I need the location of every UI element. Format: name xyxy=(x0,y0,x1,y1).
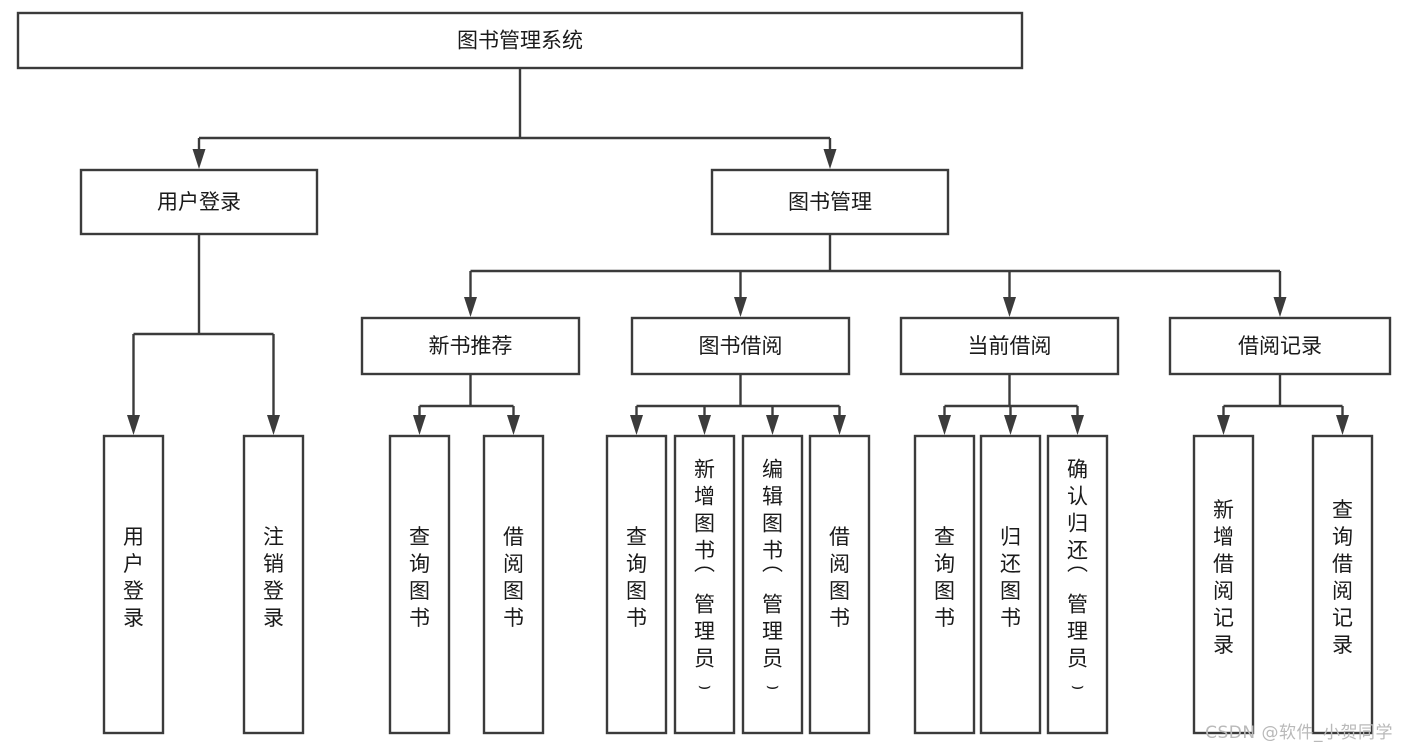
node-level1-1[interactable]: 图书管理 xyxy=(710,168,950,236)
l1-to-l2-1-arrowhead xyxy=(734,297,747,317)
node-leaf-4-rect xyxy=(605,434,668,735)
node-root-system-rect xyxy=(16,11,1024,70)
node-root-system[interactable]: 图书管理系统 xyxy=(16,11,1024,70)
node-layer: 图书管理系统用户登录图书管理新书推荐图书借阅当前借阅借阅记录用户登录注销登录查询… xyxy=(16,11,1392,735)
l1-to-l2-2-arrowhead xyxy=(1003,297,1016,317)
l2-2-leaf-2-arrowhead xyxy=(1071,415,1084,435)
l2-1-leaf-3-arrowhead xyxy=(833,415,846,435)
node-leaf-9-label: 归还图书 xyxy=(1000,525,1021,630)
node-leaf-11-rect xyxy=(1192,434,1255,735)
node-leaf-0-label: 用户登录 xyxy=(123,525,144,630)
node-leaf-12-rect xyxy=(1311,434,1374,735)
node-level1-0-rect xyxy=(79,168,319,236)
node-level2-1[interactable]: 图书借阅 xyxy=(630,316,851,376)
node-leaf-9-rect xyxy=(979,434,1042,735)
node-level2-3-rect xyxy=(1168,316,1392,376)
l2-3-leaf-1-arrowhead xyxy=(1336,415,1349,435)
node-leaf-3-rect xyxy=(482,434,545,735)
l2-2-leaf-1-arrowhead xyxy=(1004,415,1017,435)
node-leaf-0-rect xyxy=(102,434,165,735)
login-leaf-1-arrowhead xyxy=(267,415,280,435)
l1-to-l2-0-arrowhead xyxy=(464,297,477,317)
l2-0-leaf-1-arrowhead xyxy=(507,415,520,435)
node-leaf-5[interactable]: 新增图书⌒管理员⌣ xyxy=(673,434,736,735)
root-to-l1-0-arrowhead xyxy=(192,149,206,169)
node-level2-3[interactable]: 借阅记录 xyxy=(1168,316,1392,376)
l2-1-leaf-1-arrowhead xyxy=(698,415,711,435)
node-leaf-11[interactable]: 新增借阅记录 xyxy=(1192,434,1255,735)
connector-layer xyxy=(127,68,1349,435)
node-level2-0[interactable]: 新书推荐 xyxy=(360,316,581,376)
login-leaf-0-arrowhead xyxy=(127,415,140,435)
node-leaf-6-rect xyxy=(741,434,804,735)
node-level1-1-label: 图书管理 xyxy=(788,190,872,214)
l2-3-leaf-0-arrowhead xyxy=(1217,415,1230,435)
node-leaf-1-label: 注销登录 xyxy=(263,525,284,630)
root-to-l1-1-arrowhead xyxy=(823,149,837,169)
node-leaf-1[interactable]: 注销登录 xyxy=(242,434,305,735)
node-level2-2-rect xyxy=(899,316,1120,376)
node-level2-2[interactable]: 当前借阅 xyxy=(899,316,1120,376)
node-leaf-10-rect xyxy=(1046,434,1109,735)
node-leaf-5-label: 新增图书⌒管理员⌣ xyxy=(694,458,715,698)
node-level1-0[interactable]: 用户登录 xyxy=(79,168,319,236)
node-leaf-2-label: 查询图书 xyxy=(409,525,430,630)
node-root-system-label: 图书管理系统 xyxy=(457,29,583,53)
l2-2-leaf-0-arrowhead xyxy=(938,415,951,435)
node-leaf-10-label: 确认归还⌒管理员⌣ xyxy=(1067,458,1088,698)
l2-1-leaf-0-arrowhead xyxy=(630,415,643,435)
node-leaf-9[interactable]: 归还图书 xyxy=(979,434,1042,735)
node-leaf-2[interactable]: 查询图书 xyxy=(388,434,451,735)
node-leaf-6[interactable]: 编辑图书⌒管理员⌣ xyxy=(741,434,804,735)
node-leaf-12-label: 查询借阅记录 xyxy=(1332,498,1353,657)
node-leaf-8[interactable]: 查询图书 xyxy=(913,434,976,735)
node-leaf-0[interactable]: 用户登录 xyxy=(102,434,165,735)
node-level1-0-label: 用户登录 xyxy=(157,190,241,214)
node-level2-1-rect xyxy=(630,316,851,376)
node-leaf-10[interactable]: 确认归还⌒管理员⌣ xyxy=(1046,434,1109,735)
node-leaf-8-rect xyxy=(913,434,976,735)
node-leaf-1-rect xyxy=(242,434,305,735)
l2-0-leaf-0-arrowhead xyxy=(413,415,426,435)
node-leaf-7[interactable]: 借阅图书 xyxy=(808,434,871,735)
node-level2-2-label: 当前借阅 xyxy=(968,334,1052,358)
node-level2-3-label: 借阅记录 xyxy=(1238,334,1322,358)
node-leaf-5-rect xyxy=(673,434,736,735)
node-level2-0-rect xyxy=(360,316,581,376)
l2-1-leaf-2-arrowhead xyxy=(766,415,779,435)
node-leaf-6-label: 编辑图书⌒管理员⌣ xyxy=(762,458,783,698)
node-level2-0-label: 新书推荐 xyxy=(429,334,513,358)
node-leaf-8-label: 查询图书 xyxy=(934,525,955,630)
node-leaf-12[interactable]: 查询借阅记录 xyxy=(1311,434,1374,735)
node-leaf-4-label: 查询图书 xyxy=(626,525,647,630)
node-leaf-11-label: 新增借阅记录 xyxy=(1213,498,1234,657)
node-leaf-3[interactable]: 借阅图书 xyxy=(482,434,545,735)
node-leaf-3-label: 借阅图书 xyxy=(503,525,524,630)
node-leaf-4[interactable]: 查询图书 xyxy=(605,434,668,735)
node-leaf-7-label: 借阅图书 xyxy=(829,525,850,630)
node-leaf-2-rect xyxy=(388,434,451,735)
l1-to-l2-3-arrowhead xyxy=(1273,297,1287,317)
node-level1-1-rect xyxy=(710,168,950,236)
node-level2-1-label: 图书借阅 xyxy=(699,334,783,358)
node-leaf-7-rect xyxy=(808,434,871,735)
